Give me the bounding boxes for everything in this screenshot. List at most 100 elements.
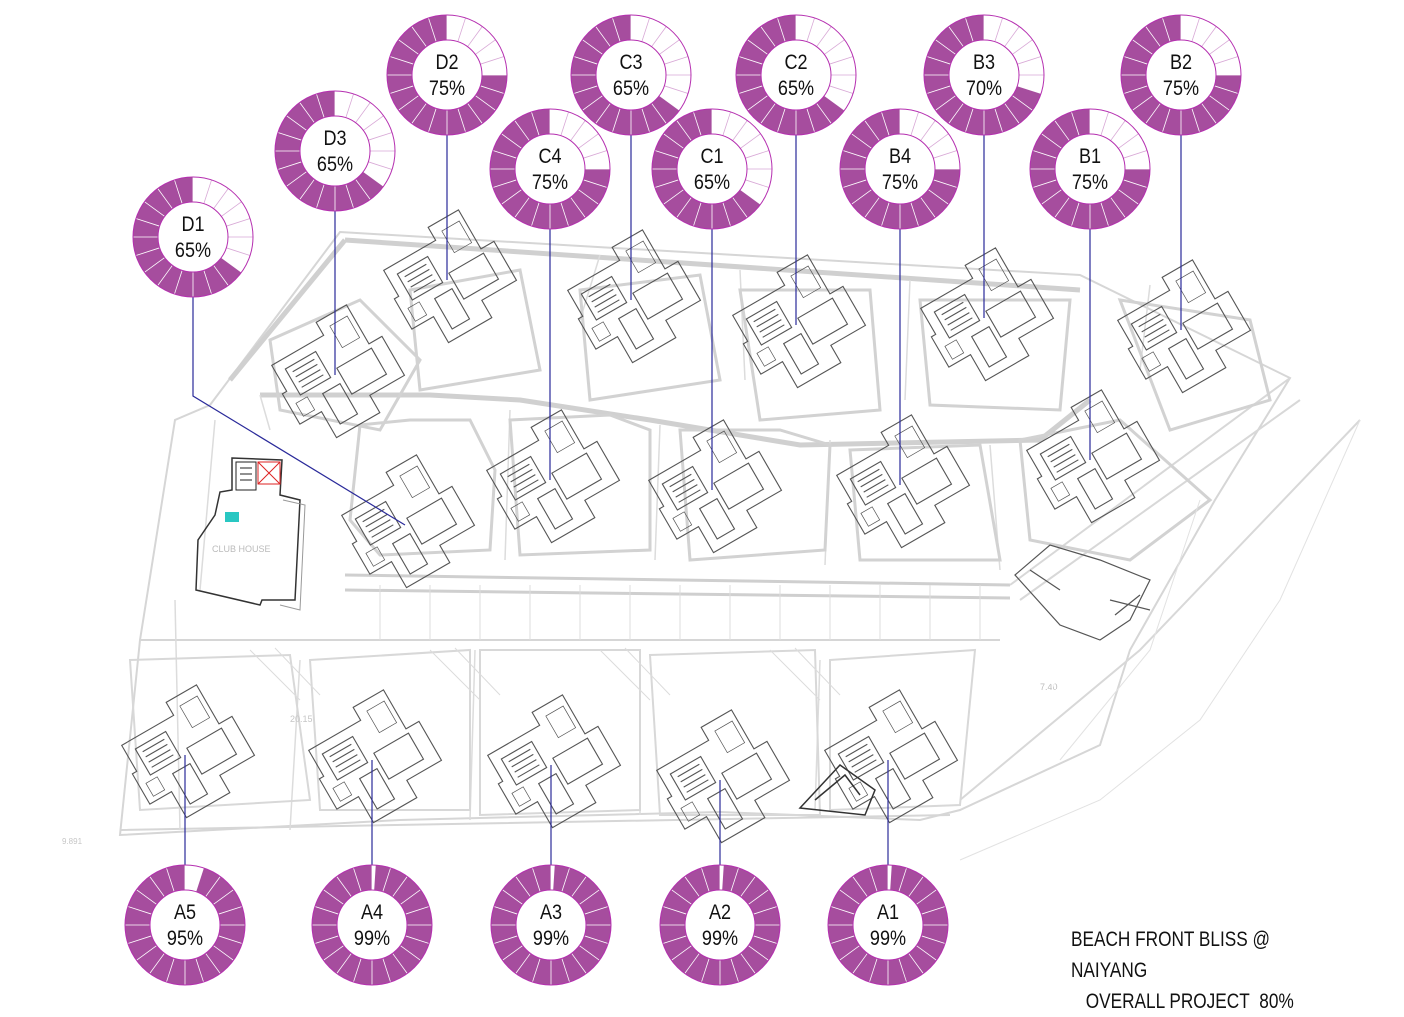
gauge-unit-label: D3 [323,127,346,151]
gauge-filled-segment [736,56,763,75]
gauge-divider [1123,85,1148,94]
gauge-divider [578,133,599,149]
gauge-filled-segment [125,925,152,944]
gauge-divider [824,95,845,111]
gauge-filled-segment [213,257,242,286]
gauge-divider [314,906,339,915]
gauge-empty-segment [560,111,586,141]
gauge-divider [745,150,770,159]
gauge-divider [851,133,872,149]
gauge-divider [392,876,408,897]
gauge-filled-segment [447,108,466,135]
gauge-filled-segment [149,867,175,897]
gauge-filled-segment [323,876,352,905]
gauge-divider [353,958,362,983]
gauge-divider [829,85,854,94]
gauge-filled-segment [595,103,621,133]
gauge-divider [144,201,165,217]
gauge-filled-segment [908,876,937,905]
gauge-divider [829,56,854,65]
gauge-filled-segment [127,889,157,915]
building-a2 [655,709,791,844]
gauge-filled-segment [428,108,447,135]
gauge-filled-segment [924,75,951,94]
gauge-filled-segment [532,958,551,985]
gauge-filled-segment [133,237,160,256]
gauge-filled-segment [387,56,414,75]
gauge-filled-segment [933,169,960,188]
gauge-filled-segment [1054,197,1080,227]
gauge-inner-ring [1054,133,1126,205]
gauge-filled-segment [551,958,570,985]
gauge-outer-ring [274,90,396,212]
building-a5 [120,684,256,819]
gauge-divider [480,85,505,94]
gauge-filled-segment [286,171,315,200]
gauge-empty-segment [824,39,854,65]
gauge-outer-ring [570,14,692,136]
gauge-filled-segment [578,179,608,205]
gauge-filled-segment [1121,75,1148,94]
gauge-filled-segment [693,109,712,136]
gauge-divider [531,202,540,227]
gauge-filled-segment [205,876,234,905]
gauge-empty-segment [1201,26,1230,55]
gauge-divider [730,867,739,892]
gauge-filled-segment [965,15,984,42]
gauge-filled-segment [842,133,872,159]
gauge-unit-label: C4 [538,145,561,169]
gauge-divider [1209,39,1230,55]
gauge-filled-segment [730,953,756,983]
gauge-divider [286,171,307,187]
building-a1 [823,689,959,824]
gauge-divider [745,179,770,188]
gauge-filled-segment [631,108,650,135]
gauge-divider [935,95,956,111]
gauge-filled-segment [286,102,315,131]
gauge-divider [149,876,165,897]
gauge-filled-segment [900,202,919,229]
gauge-filled-segment [777,15,796,42]
gauge-divider [806,108,815,133]
gauge-empty-segment [368,151,395,170]
gauge-filled-segment [740,945,769,974]
gauge-divider [662,935,687,944]
gauge-divider [467,26,483,47]
gauge-filled-segment [753,906,780,925]
gauge-divider [748,889,769,905]
gauge-divider [641,17,650,42]
gauge-filled-segment [387,75,414,94]
gauge-divider [948,103,964,124]
gauge-divider [908,876,924,897]
gauge-filled-segment [553,865,570,892]
gauge-filled-segment [910,197,936,227]
gauge-filled-segment [411,17,437,47]
gauge-divider [663,189,684,205]
gauge-divider [584,935,609,944]
gauge-outer-ring [132,176,254,298]
gauge-divider [684,876,700,897]
gauge-filled-segment [753,925,780,944]
gauge-divider [933,150,958,159]
gauge-outer-ring [651,108,773,230]
gauge-divider [336,953,352,974]
gauge-filled-segment [684,953,710,983]
gauge-divider [166,958,175,983]
gauge-percent-label: 65% [317,153,353,177]
gauge-filled-segment [205,945,234,974]
gauge-divider [570,120,586,141]
gauge-filled-segment [965,108,984,135]
gauge-filled-segment [676,197,702,227]
gauge-divider [595,26,611,47]
gauge-filled-segment [579,935,609,961]
gauge-filled-segment [651,95,680,124]
gauge-empty-segment [745,169,772,188]
level-marker-1: 7.40 [1040,682,1058,692]
gauge-divider [659,39,680,55]
gauge-filled-segment [852,953,878,983]
gauge-divider [582,39,603,55]
gauge-filled-segment [174,270,193,297]
